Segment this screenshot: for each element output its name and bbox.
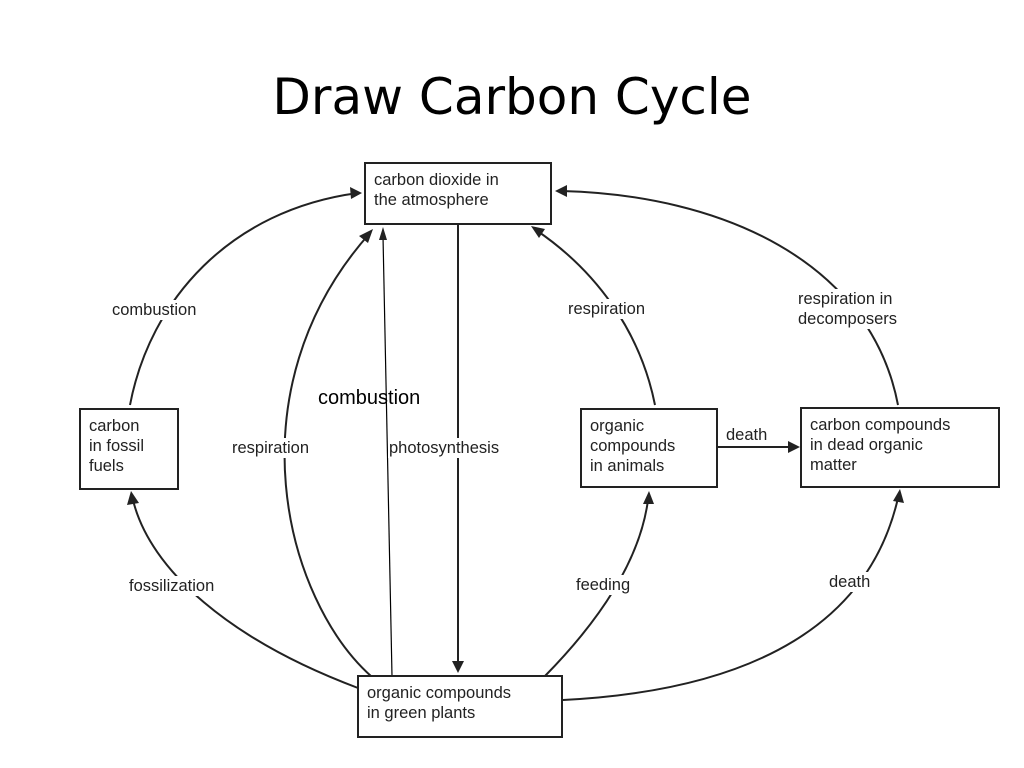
arrowhead-feeding bbox=[643, 491, 654, 504]
edge-respiration-plants bbox=[283, 232, 373, 678]
arrowhead-photosynthesis bbox=[452, 661, 464, 673]
label-fossilization: fossilization bbox=[127, 576, 217, 596]
arrowhead-fossilization bbox=[127, 491, 139, 505]
node-fossil-fuels-label: carbon in fossil fuels bbox=[89, 417, 145, 475]
label-death-animals: death bbox=[726, 426, 768, 444]
node-dead-matter-label: carbon compounds in dead organic matter bbox=[810, 416, 951, 474]
label-feeding: feeding bbox=[574, 575, 633, 595]
arrowhead-death-plants bbox=[893, 489, 904, 503]
arrowhead-death-animals bbox=[788, 441, 800, 453]
edge-combustion-fossil bbox=[129, 192, 359, 406]
arrowhead-respiration-animals bbox=[531, 226, 545, 238]
label-death-plants: death bbox=[827, 572, 873, 592]
arrowhead-respiration-plants bbox=[359, 229, 373, 243]
edge-combustion-annotation bbox=[382, 235, 393, 677]
label-respiration-decomposers: respiration in decomposers bbox=[796, 289, 900, 329]
label-photosynthesis: photosynthesis bbox=[388, 438, 501, 458]
annotation-combustion: combustion bbox=[318, 387, 421, 409]
node-green-plants-label: organic compounds in green plants bbox=[367, 684, 512, 722]
edge-respiration-decomposers bbox=[561, 190, 899, 406]
slide-title: Draw Carbon Cycle bbox=[272, 68, 752, 126]
label-respiration-animals: respiration bbox=[566, 299, 648, 319]
label-respiration-plants: respiration bbox=[230, 438, 312, 458]
label-combustion-fossil: combustion bbox=[110, 300, 199, 320]
node-green-plants: organic compounds in green plants bbox=[357, 675, 563, 738]
edge-fossilization bbox=[132, 499, 359, 689]
arrowhead-respiration-decomposers bbox=[555, 185, 567, 197]
node-animals-label: organic compounds in animals bbox=[590, 417, 676, 475]
node-atmosphere: carbon dioxide in the atmosphere bbox=[364, 162, 552, 225]
node-dead-matter: carbon compounds in dead organic matter bbox=[800, 407, 1000, 488]
arrowhead-combustion-annotation bbox=[379, 227, 387, 240]
arrowhead-combustion-fossil bbox=[350, 187, 362, 199]
edge-death-plants bbox=[562, 497, 899, 701]
node-fossil-fuels: carbon in fossil fuels bbox=[79, 408, 179, 490]
node-animals: organic compounds in animals bbox=[580, 408, 718, 488]
node-atmosphere-label: carbon dioxide in the atmosphere bbox=[374, 171, 499, 209]
